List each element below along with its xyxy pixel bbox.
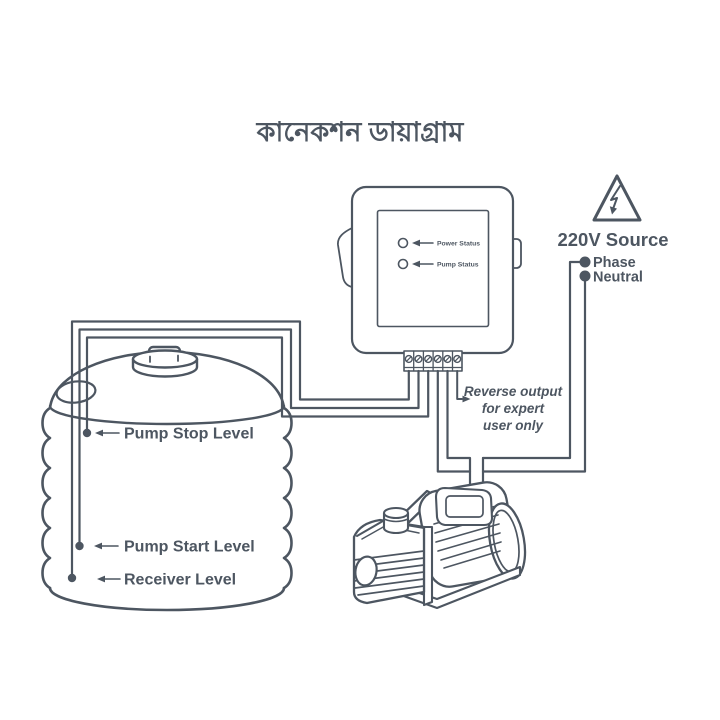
note-line-1: Reverse output bbox=[464, 384, 563, 399]
wire-neutral bbox=[481, 274, 587, 473]
wire-pump-cable-b bbox=[446, 369, 472, 491]
mount-tab-left bbox=[337, 227, 353, 288]
pump-port bbox=[354, 555, 378, 587]
pump-start-arrow-icon bbox=[94, 542, 102, 550]
neutral-label: Neutral bbox=[593, 270, 643, 286]
water-tank bbox=[41, 345, 293, 612]
reverse-output-arrow-icon bbox=[462, 395, 471, 403]
phase-dot bbox=[579, 256, 591, 268]
terminal-strip bbox=[403, 350, 463, 372]
phase-label: Phase bbox=[593, 255, 636, 271]
pump-start-sensor-dot bbox=[75, 541, 84, 551]
pump-status-label: Pump Status bbox=[437, 262, 479, 269]
wire-pump-stop-level bbox=[85, 336, 430, 431]
pump-strut bbox=[422, 525, 434, 607]
tank-bottom bbox=[48, 586, 286, 612]
note-line-2: for expert bbox=[482, 401, 545, 416]
wire-reverse-output bbox=[456, 370, 463, 400]
power-status-arrow-icon bbox=[412, 239, 420, 247]
pump-status-led bbox=[397, 258, 409, 270]
tank-side-right bbox=[282, 406, 293, 590]
lightning-bolt-icon bbox=[609, 185, 621, 215]
wire-phase bbox=[481, 260, 587, 460]
receiver-level-label: Receiver Level bbox=[124, 572, 236, 589]
pump-illustration bbox=[352, 481, 527, 610]
receiver-sensor-dot bbox=[67, 573, 77, 583]
neutral-dot bbox=[579, 270, 591, 282]
tank-rim bbox=[48, 404, 286, 426]
controller-box: Power Status Pump Status bbox=[337, 185, 522, 372]
receiver-arrow-icon bbox=[97, 575, 105, 583]
pump-stop-sensor-dot bbox=[82, 428, 92, 438]
tank-lid-top bbox=[131, 349, 199, 369]
power-source: 220V Source Phase Neutral bbox=[557, 174, 669, 286]
power-status-label: Power Status bbox=[437, 241, 480, 248]
pump-status-arrow-icon bbox=[412, 260, 420, 268]
pump-stop-level-label: Pump Stop Level bbox=[124, 426, 254, 443]
power-status-led bbox=[397, 237, 409, 249]
wiring bbox=[70, 260, 587, 576]
tank-wire-hole bbox=[55, 380, 97, 404]
tank-side-left bbox=[41, 406, 52, 590]
reverse-output-note: Reverse output for expert user only bbox=[464, 384, 563, 433]
tank-level-markers: Pump Stop Level Pump Start Level Receive… bbox=[67, 426, 255, 589]
wire-pump-start-level bbox=[78, 328, 420, 544]
pump-start-level-label: Pump Start Level bbox=[124, 539, 255, 556]
terminal-screw-icons bbox=[404, 354, 462, 364]
pump-terminal-cover bbox=[434, 486, 494, 527]
note-line-3: user only bbox=[483, 418, 545, 433]
wire-pump-cable-a bbox=[436, 369, 472, 473]
source-label: 220V Source bbox=[557, 229, 668, 250]
pump-stop-arrow-icon bbox=[95, 429, 103, 437]
controller-panel bbox=[376, 209, 490, 328]
high-voltage-triangle-icon bbox=[592, 174, 642, 222]
wire-receiver-level bbox=[70, 320, 410, 576]
diagram-title: কানেকশন ডায়াগ্রাম bbox=[256, 117, 465, 147]
